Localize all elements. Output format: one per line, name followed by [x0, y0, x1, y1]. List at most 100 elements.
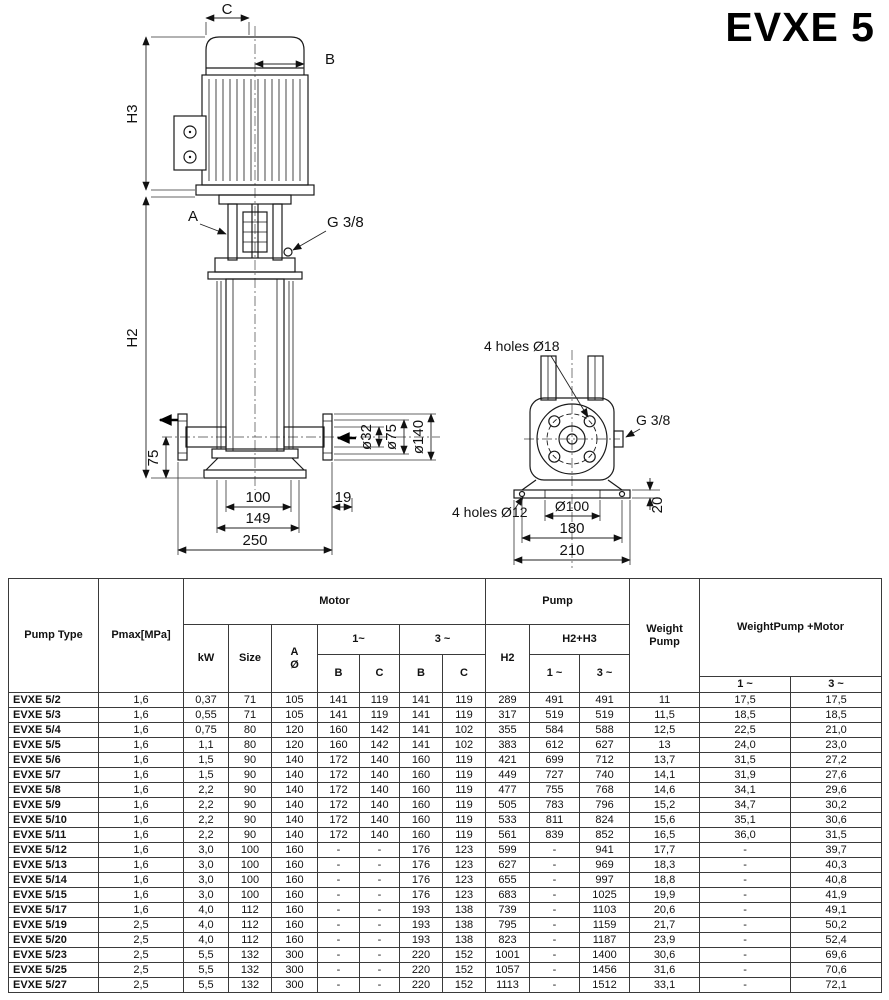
bolt-hole [548, 415, 561, 428]
col-group-pump: Pump [484, 578, 631, 625]
value-cell: - [699, 872, 792, 888]
value-cell: 4,0 [183, 902, 229, 918]
value-cell: 90 [228, 752, 272, 768]
pump-type-cell: EVXE 5/13 [8, 857, 99, 873]
value-cell: 969 [578, 857, 631, 873]
value-cell: 739 [485, 902, 530, 918]
value-cell: 712 [578, 752, 631, 768]
value-cell: 1,6 [98, 857, 184, 873]
value-cell: 102 [442, 722, 486, 738]
value-cell: 172 [317, 827, 360, 843]
value-cell: 138 [442, 932, 486, 948]
bolt-hole [583, 415, 596, 428]
col-header-size: Size [228, 624, 272, 693]
value-cell: 612 [529, 737, 580, 753]
dia-32-label: ø32 [358, 424, 375, 450]
value-cell: 740 [578, 767, 631, 783]
value-cell: 2,2 [183, 827, 229, 843]
value-cell: 140 [359, 827, 400, 843]
value-cell: 41,9 [790, 887, 883, 903]
value-cell: 172 [317, 767, 360, 783]
dim-h2-label: H2 [124, 328, 141, 347]
dia-100-label: Ø100 [555, 498, 589, 514]
port-label-base: G 3/8 [636, 412, 670, 428]
value-cell: 18,3 [629, 857, 701, 873]
col-header-kw: kW [183, 624, 229, 693]
value-cell: 112 [228, 917, 272, 933]
value-cell: 140 [359, 782, 400, 798]
value-cell: 33,1 [629, 977, 701, 993]
value-cell: 141 [399, 707, 443, 723]
value-cell: 839 [529, 827, 580, 843]
value-cell: 17,5 [790, 692, 883, 708]
value-cell: 14,6 [629, 782, 701, 798]
value-cell: 102 [442, 737, 486, 753]
value-cell: 140 [359, 767, 400, 783]
value-cell: 30,2 [790, 797, 883, 813]
value-cell: 36,0 [699, 827, 792, 843]
value-cell: 160 [271, 842, 318, 858]
value-cell: 18,5 [790, 707, 883, 723]
value-cell: 100 [228, 857, 272, 873]
value-cell: 2,2 [183, 797, 229, 813]
technical-drawing: C B H3 H2 75 A G 3/8 [124, 1, 670, 568]
value-cell: 1,5 [183, 767, 229, 783]
col-header-b-3ph: B [399, 654, 443, 693]
value-cell: - [699, 977, 792, 993]
value-cell: 11 [629, 692, 701, 708]
value-cell: 17,5 [699, 692, 792, 708]
value-cell: 176 [399, 872, 443, 888]
value-cell: 12,5 [629, 722, 701, 738]
value-cell: - [317, 932, 360, 948]
dim-210-label: 210 [559, 542, 584, 559]
dim-100-label: 100 [245, 489, 270, 506]
pump-type-cell: EVXE 5/11 [8, 827, 99, 843]
value-cell: 172 [317, 782, 360, 798]
dim-c-label: C [222, 1, 233, 18]
value-cell: 176 [399, 842, 443, 858]
value-cell: 193 [399, 902, 443, 918]
value-cell: 0,55 [183, 707, 229, 723]
value-cell: 1001 [485, 947, 530, 963]
value-cell: 5,5 [183, 977, 229, 993]
value-cell: 1,6 [98, 782, 184, 798]
pump-type-cell: EVXE 5/12 [8, 842, 99, 858]
bolt-hole [548, 450, 561, 463]
dia-75-label: ø75 [383, 424, 400, 450]
value-cell: 1,6 [98, 767, 184, 783]
value-cell: 152 [442, 947, 486, 963]
holes-18-label: 4 holes Ø18 [484, 338, 560, 354]
value-cell: 1025 [578, 887, 631, 903]
value-cell: 160 [399, 767, 443, 783]
col-header-a-dia: A Ø [271, 624, 318, 693]
weight-pump-line1: Weight [646, 623, 683, 636]
value-cell: 24,0 [699, 737, 792, 753]
value-cell: 140 [271, 812, 318, 828]
value-cell: 655 [485, 872, 530, 888]
value-cell: 30,6 [790, 812, 883, 828]
value-cell: 34,7 [699, 797, 792, 813]
value-cell: 519 [578, 707, 631, 723]
value-cell: - [359, 887, 400, 903]
pump-type-cell: EVXE 5/4 [8, 722, 99, 738]
value-cell: 2,5 [98, 917, 184, 933]
value-cell: 120 [271, 722, 318, 738]
value-cell: 138 [442, 902, 486, 918]
value-cell: 90 [228, 812, 272, 828]
value-cell: - [317, 917, 360, 933]
value-cell: - [529, 977, 580, 993]
value-cell: - [699, 857, 792, 873]
value-cell: 220 [399, 947, 443, 963]
col-header-pmax: Pmax[MPa] [98, 578, 184, 693]
value-cell: 140 [359, 812, 400, 828]
value-cell: 1057 [485, 962, 530, 978]
pump-type-cell: EVXE 5/2 [8, 692, 99, 708]
